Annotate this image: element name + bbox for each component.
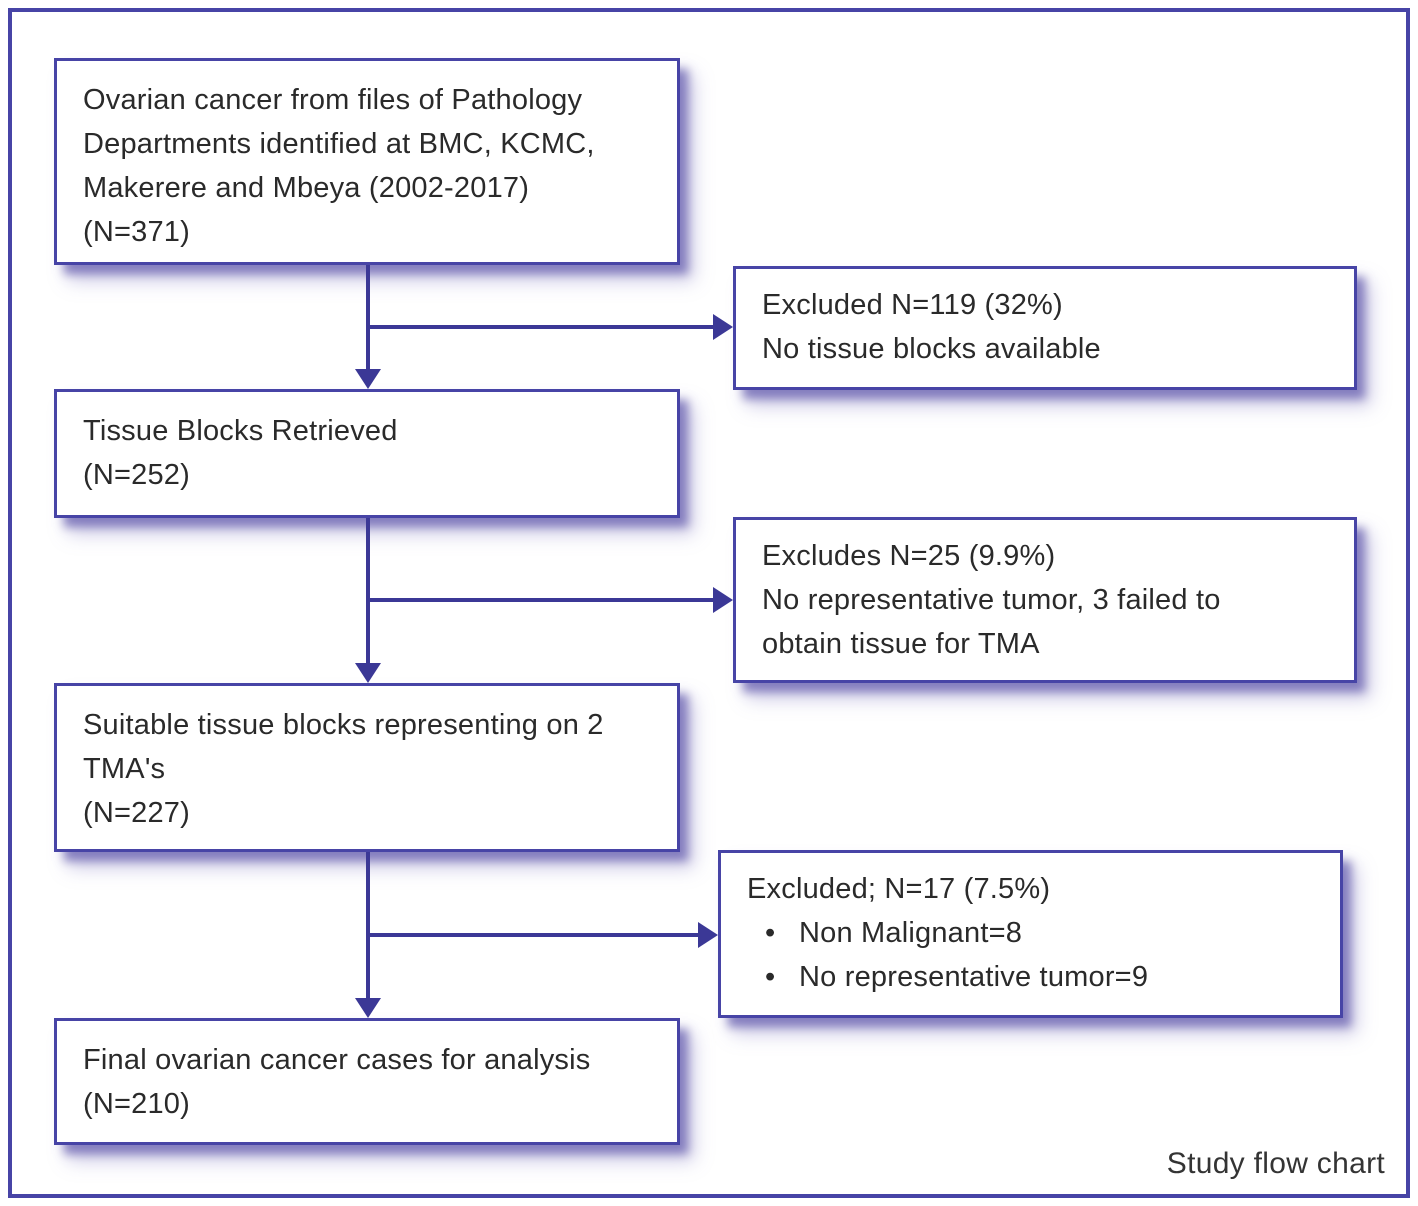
flow-box-excluded-non-malignant: Excluded; N=17 (7.5%) Non Malignant=8 No… [718, 850, 1343, 1018]
connector-vertical-1 [366, 265, 370, 369]
flow-box-final-cases-text: Final ovarian cancer cases for analysis … [83, 1044, 591, 1120]
exclusion-bullet-item: Non Malignant=8 [721, 911, 1340, 955]
exclusion-bullet-text: Non Malignant=8 [799, 917, 1023, 949]
connector-horizontal-2 [368, 598, 713, 602]
flow-box-excluded-no-blocks-text: Excluded N=119 (32%) No tissue blocks av… [762, 289, 1101, 365]
connector-vertical-2 [366, 518, 370, 663]
arrow-down-icon [355, 369, 381, 389]
exclusion-bullet-text: No representative tumor=9 [799, 961, 1149, 993]
bullet-icon [765, 955, 799, 999]
flow-box-suitable-tissue-blocks-text: Suitable tissue blocks representing on 2… [83, 709, 604, 829]
exclusion-bullet-item: No representative tumor=9 [721, 955, 1340, 999]
arrow-right-icon [713, 587, 733, 613]
flow-box-source-cases: Ovarian cancer from files of Pathology D… [54, 58, 680, 265]
flow-box-tissue-blocks-retrieved: Tissue Blocks Retrieved (N=252) [54, 389, 680, 518]
figure-border [8, 8, 1410, 1198]
figure-caption: Study flow chart [1166, 1147, 1385, 1180]
connector-horizontal-3 [368, 933, 698, 937]
flow-box-final-cases: Final ovarian cancer cases for analysis … [54, 1018, 680, 1145]
flow-box-excluded-non-malignant-title: Excluded; N=17 (7.5%) [747, 873, 1051, 905]
flow-box-suitable-tissue-blocks: Suitable tissue blocks representing on 2… [54, 683, 680, 852]
arrow-right-icon [713, 314, 733, 340]
arrow-down-icon [355, 998, 381, 1018]
flow-box-tissue-blocks-retrieved-text: Tissue Blocks Retrieved (N=252) [83, 415, 398, 491]
connector-horizontal-1 [368, 325, 713, 329]
flow-box-source-cases-text: Ovarian cancer from files of Pathology D… [83, 84, 595, 248]
flow-box-excluded-no-representative-tumor-text: Excludes N=25 (9.9%) No representative t… [762, 540, 1221, 660]
flow-box-excluded-no-blocks: Excluded N=119 (32%) No tissue blocks av… [733, 266, 1357, 390]
arrow-down-icon [355, 663, 381, 683]
bullet-icon [765, 911, 799, 955]
flow-box-excluded-no-representative-tumor: Excludes N=25 (9.9%) No representative t… [733, 517, 1357, 683]
connector-vertical-3 [366, 852, 370, 998]
arrow-right-icon [698, 922, 718, 948]
